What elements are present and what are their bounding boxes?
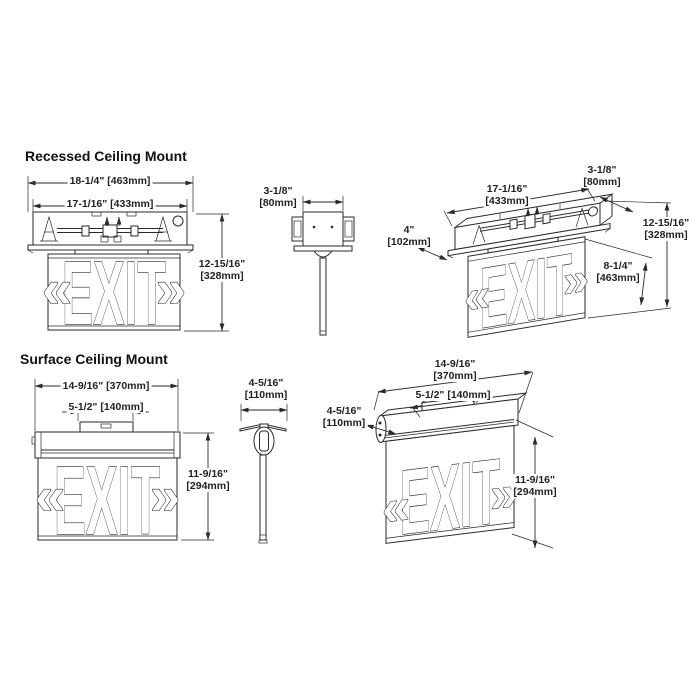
dim-line-mm: [370mm] bbox=[433, 370, 477, 382]
dim-line-mm: [328mm] bbox=[644, 229, 688, 241]
section-heading-recessed: Recessed Ceiling Mount bbox=[25, 148, 187, 164]
chevron-left-icon: « bbox=[382, 477, 410, 536]
dim-recessed-front-height: 12-15/16" [328mm] bbox=[196, 258, 248, 282]
section-heading-surface: Surface Ceiling Mount bbox=[20, 351, 168, 367]
dim-recessed-iso-depth: 3-1/8" [80mm] bbox=[581, 164, 623, 188]
dim-line-mm: [294mm] bbox=[186, 480, 230, 492]
chevron-right-icon: » bbox=[156, 259, 186, 319]
exit-legend: EXIT bbox=[62, 244, 166, 344]
dim-line-mm: [80mm] bbox=[583, 176, 621, 188]
chevron-left-icon: « bbox=[464, 268, 490, 324]
chevron-right-icon: » bbox=[563, 251, 589, 307]
recessed-iso-view: EXIT « » bbox=[416, 186, 672, 348]
dim-line-mm: [433mm] bbox=[485, 195, 529, 207]
dim-line-inches: 17-1/16" bbox=[486, 183, 528, 195]
dim-line-inches: 3-1/8" bbox=[263, 185, 293, 197]
dim-line-mm: [294mm] bbox=[513, 486, 557, 498]
exit-legend: EXIT bbox=[480, 236, 572, 347]
dim-line-inches: 3-1/8" bbox=[587, 164, 617, 176]
dim-line-inches: 4-5/16" bbox=[326, 405, 362, 417]
exit-legend: EXIT bbox=[400, 439, 500, 555]
dim-line-inches: 12-15/16" bbox=[642, 217, 690, 229]
dim-recessed-side-depth: 3-1/8" [80mm] bbox=[257, 185, 299, 209]
dim-line-inches: 4-5/16" bbox=[248, 377, 284, 389]
dim-recessed-iso-height: 12-15/16" [328mm] bbox=[640, 217, 692, 241]
dim-line-inches: 14-9/16" bbox=[434, 358, 476, 370]
dim-surface-front-width-outer: 14-9/16" [370mm] bbox=[60, 380, 152, 392]
dim-surface-iso-plate: 5-1/2" [140mm] bbox=[413, 389, 493, 401]
dim-line-mm: [80mm] bbox=[259, 197, 297, 209]
chevron-left-icon: « bbox=[35, 466, 65, 526]
dim-line-inches: 4" bbox=[403, 224, 415, 236]
dim-surface-front-plate: 5-1/2" [140mm] bbox=[66, 401, 146, 413]
dim-recessed-front-width-inner: 17-1/16" [433mm] bbox=[64, 198, 156, 210]
dim-recessed-iso-panel: 8-1/4" [463mm] bbox=[594, 260, 642, 284]
dim-recessed-iso-mount: 4" [102mm] bbox=[385, 224, 433, 248]
dim-surface-iso-width: 14-9/16" [370mm] bbox=[431, 358, 479, 382]
chevron-left-icon: « bbox=[42, 259, 72, 319]
dim-line-mm: [110mm] bbox=[322, 417, 366, 429]
dim-line-mm: [110mm] bbox=[244, 389, 288, 401]
dim-line-mm: [328mm] bbox=[200, 270, 244, 282]
dim-surface-iso-canopy: 4-5/16" [110mm] bbox=[320, 405, 368, 429]
dim-line-inches: 8-1/4" bbox=[603, 260, 633, 272]
dim-surface-iso-height: 11-9/16" [294mm] bbox=[511, 474, 559, 498]
surface-side-view bbox=[239, 404, 288, 544]
dim-recessed-iso-width: 17-1/16" [433mm] bbox=[483, 183, 531, 207]
dim-surface-front-height: 11-9/16" [294mm] bbox=[184, 468, 232, 492]
dim-line-mm: [463mm] bbox=[596, 272, 640, 284]
dim-recessed-front-width-outer: 18-1/4" [463mm] bbox=[67, 175, 153, 187]
dim-surface-side-width: 4-5/16" [110mm] bbox=[242, 377, 290, 401]
chevron-right-icon: » bbox=[150, 466, 180, 526]
dim-line-inches: 12-15/16" bbox=[198, 258, 246, 270]
dim-line-inches: 11-9/16" bbox=[187, 468, 228, 480]
exit-legend: EXIT bbox=[54, 446, 160, 555]
recessed-side-view bbox=[291, 196, 355, 336]
dim-line-inches: 11-9/16" bbox=[514, 474, 555, 486]
dim-line-mm: [102mm] bbox=[387, 236, 431, 248]
recessed-front-view: EXIT « » bbox=[27, 176, 229, 345]
surface-front-view: EXIT « » bbox=[31, 379, 214, 556]
